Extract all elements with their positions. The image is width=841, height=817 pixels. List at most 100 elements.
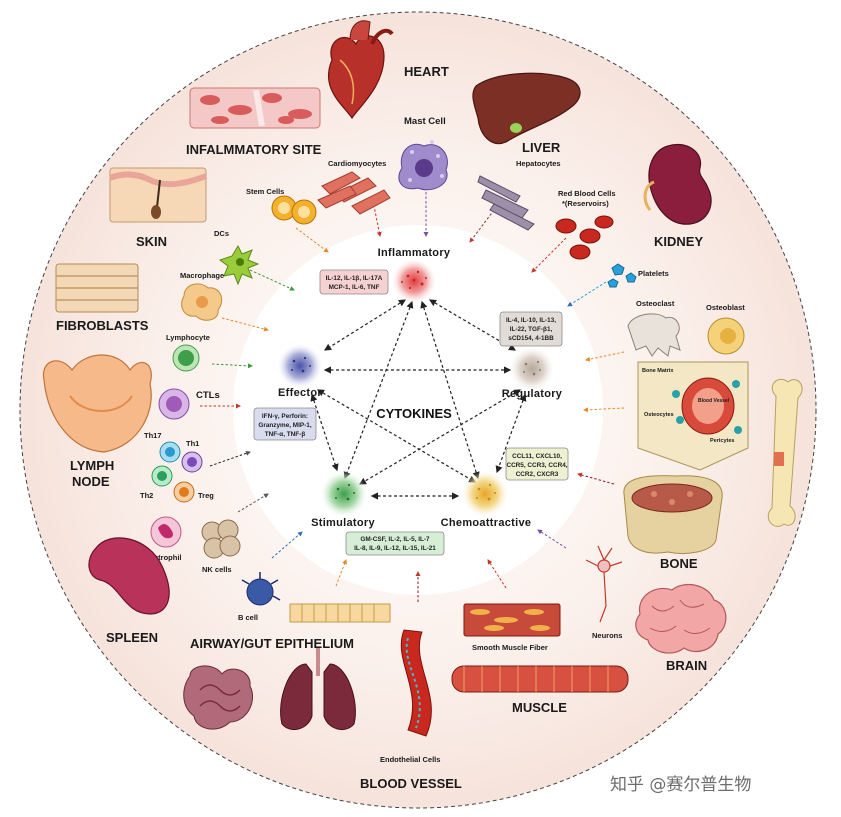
svg-text:IL-12, IL-1β, IL-17A: IL-12, IL-1β, IL-17A [326, 275, 383, 282]
dcs-icon [218, 244, 260, 286]
neurons-icon [585, 545, 623, 623]
smooth-muscle-illustration [463, 603, 561, 637]
fibroblasts-illustration [55, 263, 139, 313]
node-chemoattractive: Chemoattractive [441, 471, 532, 529]
cell-ctls-label: CTLs [196, 390, 220, 401]
cytokine-network-arrows [310, 299, 527, 500]
cell-dcs-label: DCs [214, 229, 229, 238]
node-inflammatory-label: Inflammatory [378, 247, 451, 259]
red-blood-cells-icon [555, 215, 614, 260]
cell-pericytes-label: Pericytes [710, 438, 734, 444]
long-bone-illustration [767, 378, 803, 527]
organ-liver-label: LIVER [522, 140, 561, 155]
ctls-icon [158, 388, 190, 420]
organ-bone-label: BONE [660, 556, 698, 571]
organ-skin-label: SKIN [136, 234, 167, 249]
cell-stem-label: Stem Cells [246, 187, 284, 196]
cell-blood-vessel-small-label: Blood Vessel [698, 398, 730, 404]
cell-hepatocytes-label: Hepatocytes [516, 159, 561, 168]
cell-treg-label: Treg [198, 491, 214, 500]
svg-text:GM-CSF, IL-2, IL-5, IL-7: GM-CSF, IL-2, IL-5, IL-7 [360, 536, 430, 543]
organ-brain-label: BRAIN [666, 658, 707, 673]
node-chemoattractive-label: Chemoattractive [441, 517, 532, 529]
watermark: 知乎 @赛尔普生物 [610, 774, 751, 795]
cell-rbc-label-2: *(Reservoirs) [562, 199, 609, 208]
cell-platelets-label: Platelets [638, 269, 669, 278]
hepatocytes-icon [477, 175, 535, 231]
organ-inflammatory-site-label: INFALMMATORY SITE [186, 142, 322, 157]
node-inflammatory: Inflammatory [378, 247, 451, 303]
organ-airway-label: AIRWAY/GUT EPITHELIUM [190, 636, 354, 651]
t-helper-cells-icon [151, 441, 203, 503]
skin-illustration [108, 167, 208, 223]
cell-rbc-label-1: Red Blood Cells [558, 189, 616, 198]
node-effector: Effector [278, 344, 322, 399]
organ-spleen-label: SPLEEN [106, 630, 158, 645]
cell-nk-label: NK cells [202, 565, 232, 574]
gut-illustration [183, 665, 253, 730]
osteoblast-icon [707, 317, 745, 355]
cell-neurons-label: Neurons [592, 631, 622, 640]
osteoclast-icon [627, 313, 681, 357]
cardiomyocytes-icon [317, 171, 391, 215]
cell-b-label: B cell [238, 613, 258, 622]
inflammatory-site-illustration [189, 87, 321, 129]
node-effector-label: Effector [278, 387, 322, 399]
svg-text:CCR2, CXCR3: CCR2, CXCR3 [516, 471, 559, 478]
stem-cells-icon [271, 195, 317, 225]
blood-vessel-illustration [400, 629, 432, 737]
box-inflammatory: IL-12, IL-1β, IL-17A MCP-1, IL-6, TNF [319, 269, 389, 295]
bone-microenvironment-illustration [637, 361, 749, 471]
organ-kidney-label: KIDNEY [654, 234, 703, 249]
cell-cardiomyocytes-label: Cardiomyocytes [328, 159, 386, 168]
brain-illustration [635, 583, 727, 654]
liver-illustration [472, 72, 581, 145]
box-chemoattractive: CCL11, CXCL10, CCR5, CCR3, CCR4, CCR2, C… [505, 447, 569, 481]
organ-blood-vessel-label: BLOOD VESSEL [360, 776, 462, 791]
kidney-illustration [643, 143, 712, 225]
cell-lymphocyte-label: Lymphocyte [166, 333, 210, 342]
muscle-illustration [451, 665, 629, 693]
cell-mast-label: Mast Cell [404, 116, 446, 127]
neutrophil-icon [150, 516, 182, 548]
bone-section-illustration [623, 475, 723, 554]
svg-text:IL-8, IL-9, IL-12, IL-15, IL-2: IL-8, IL-9, IL-12, IL-15, IL-21 [354, 545, 436, 552]
cell-macrophage-label: Macrophage [180, 271, 224, 280]
svg-text:MCP-1, IL-6, TNF: MCP-1, IL-6, TNF [329, 284, 380, 291]
lymphocyte-icon [172, 344, 200, 372]
organ-muscle-label: MUSCLE [512, 700, 567, 715]
lungs-illustration [280, 648, 356, 731]
svg-text:IFN-γ, Perforin:: IFN-γ, Perforin: [262, 413, 308, 420]
node-stimulatory: Stimulatory [311, 471, 375, 529]
svg-text:TNF-α, TNF-β: TNF-α, TNF-β [265, 431, 306, 438]
nk-cells-icon [201, 519, 241, 559]
organ-fibroblasts-label: FIBROBLASTS [56, 318, 149, 333]
center-title: CYTOKINES [376, 406, 452, 421]
epithelium-illustration [289, 603, 391, 623]
organ-lymph-node-label-1: LYMPH [70, 458, 114, 473]
cell-bone-matrix-label: Bone Matrix [642, 368, 674, 374]
svg-text:IL-4, IL-10, IL-13,: IL-4, IL-10, IL-13, [506, 317, 556, 324]
svg-text:IL-22, TGF-β1,: IL-22, TGF-β1, [510, 326, 553, 333]
lymph-node-illustration [42, 354, 152, 453]
svg-text:CCR5, CCR3, CCR4,: CCR5, CCR3, CCR4, [506, 462, 567, 469]
peripheral-arrows [200, 192, 625, 602]
svg-text:CCL11, CXCL10,: CCL11, CXCL10, [512, 453, 562, 460]
heart-illustration [327, 20, 394, 120]
cell-th17-label: Th17 [144, 431, 162, 440]
box-stimulatory: GM-CSF, IL-2, IL-5, IL-7 IL-8, IL-9, IL-… [345, 531, 445, 556]
cell-th2-label: Th2 [140, 491, 153, 500]
mast-cell-icon [398, 140, 448, 191]
organ-heart-label: HEART [404, 64, 449, 79]
cell-neutrophil-label: Neutrophil [144, 553, 182, 562]
svg-text:Granzyme, MIP-1,: Granzyme, MIP-1, [258, 422, 311, 429]
svg-text:sCD154, 4-1BB: sCD154, 4-1BB [508, 335, 554, 342]
box-effector: IFN-γ, Perforin: Granzyme, MIP-1, TNF-α,… [253, 407, 317, 441]
cell-smooth-muscle-label: Smooth Muscle Fiber [472, 643, 548, 652]
b-cell-icon [241, 572, 281, 606]
cell-osteoclast-label: Osteoclast [636, 299, 675, 308]
cell-endothelial-label: Endothelial Cells [380, 755, 440, 764]
cell-osteocytes-label: Osteocytes [644, 412, 674, 418]
cell-osteoblast-label: Osteoblast [706, 303, 745, 312]
node-stimulatory-label: Stimulatory [311, 517, 375, 529]
